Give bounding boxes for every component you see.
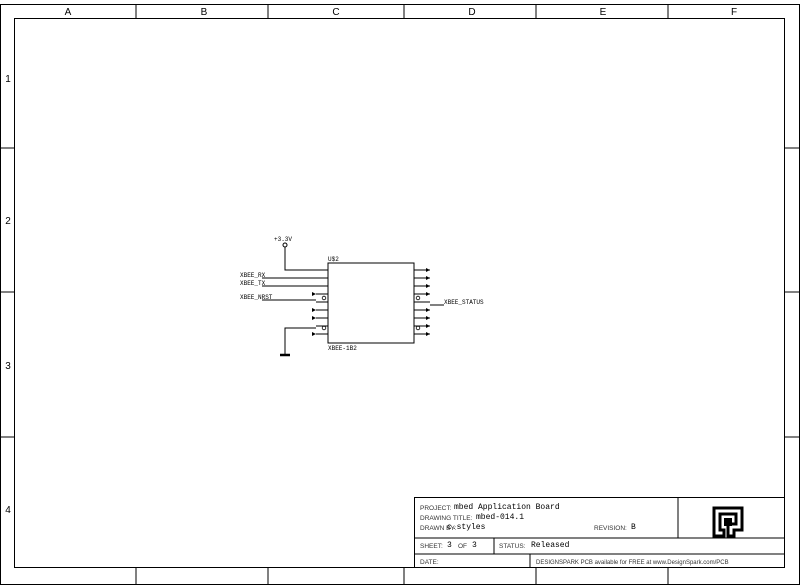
row-label-1: 1 — [5, 74, 11, 85]
xbee-circuit: +3.3V U$2 XBEE-1B2 — [240, 236, 484, 357]
net-label-xbee-tx: XBEE_TX — [240, 280, 266, 287]
row-label-4: 4 — [5, 505, 11, 516]
col-label-f: F — [731, 7, 737, 18]
col-label-c: C — [332, 7, 339, 18]
net-label-xbee-nrst: XBEE_NRST — [240, 294, 273, 301]
col-label-e: E — [600, 7, 607, 18]
project-label: PROJECT: — [420, 505, 452, 512]
column-labels: A B C D E F — [65, 7, 737, 18]
date-label: DATE: — [420, 559, 439, 566]
xbee-module — [327, 262, 415, 344]
footer-text: DESIGNSPARK PCB available for FREE at ww… — [536, 560, 729, 566]
drawn-by-label: DRAWN BY: — [420, 525, 456, 532]
component-name: XBEE-1B2 — [328, 345, 357, 352]
of-value: 3 — [472, 541, 477, 550]
drawn-by-value: c.styles — [447, 523, 486, 532]
drawing-title-value: mbed-014.1 — [476, 513, 524, 522]
net-label-xbee-status: XBEE_STATUS — [444, 299, 484, 306]
column-dividers — [135, 4, 669, 584]
col-label-b: B — [201, 7, 208, 18]
designspark-logo-icon — [712, 506, 744, 538]
project-value: mbed Application Board — [454, 503, 560, 512]
net-label-xbee-rx: XBEE_RX — [240, 272, 266, 279]
status-label: STATUS: — [499, 543, 526, 550]
drawing-title-label: DRAWING TITLE: — [420, 515, 473, 522]
row-labels: 1 2 3 4 — [5, 74, 11, 516]
component-ref: U$2 — [328, 256, 339, 263]
right-pins — [414, 268, 444, 336]
ground-wire — [284, 327, 316, 354]
inner-frame — [14, 18, 785, 568]
power-label: +3.3V — [274, 236, 292, 243]
row-label-3: 3 — [5, 361, 11, 372]
power-wire — [284, 247, 316, 271]
col-label-d: D — [468, 7, 475, 18]
sheet-value: 3 — [447, 541, 452, 550]
title-block: PROJECT: mbed Application Board DRAWING … — [414, 497, 785, 568]
status-value: Released — [531, 541, 570, 550]
row-label-2: 2 — [5, 216, 11, 227]
col-label-a: A — [65, 7, 72, 18]
revision-label: REVISION: — [594, 525, 627, 532]
of-label: OF — [458, 543, 467, 550]
row-dividers — [0, 147, 800, 438]
sheet-label: SHEET: — [420, 543, 443, 550]
power-symbol — [282, 242, 288, 248]
left-pins — [312, 269, 328, 336]
revision-value: B — [631, 523, 636, 532]
